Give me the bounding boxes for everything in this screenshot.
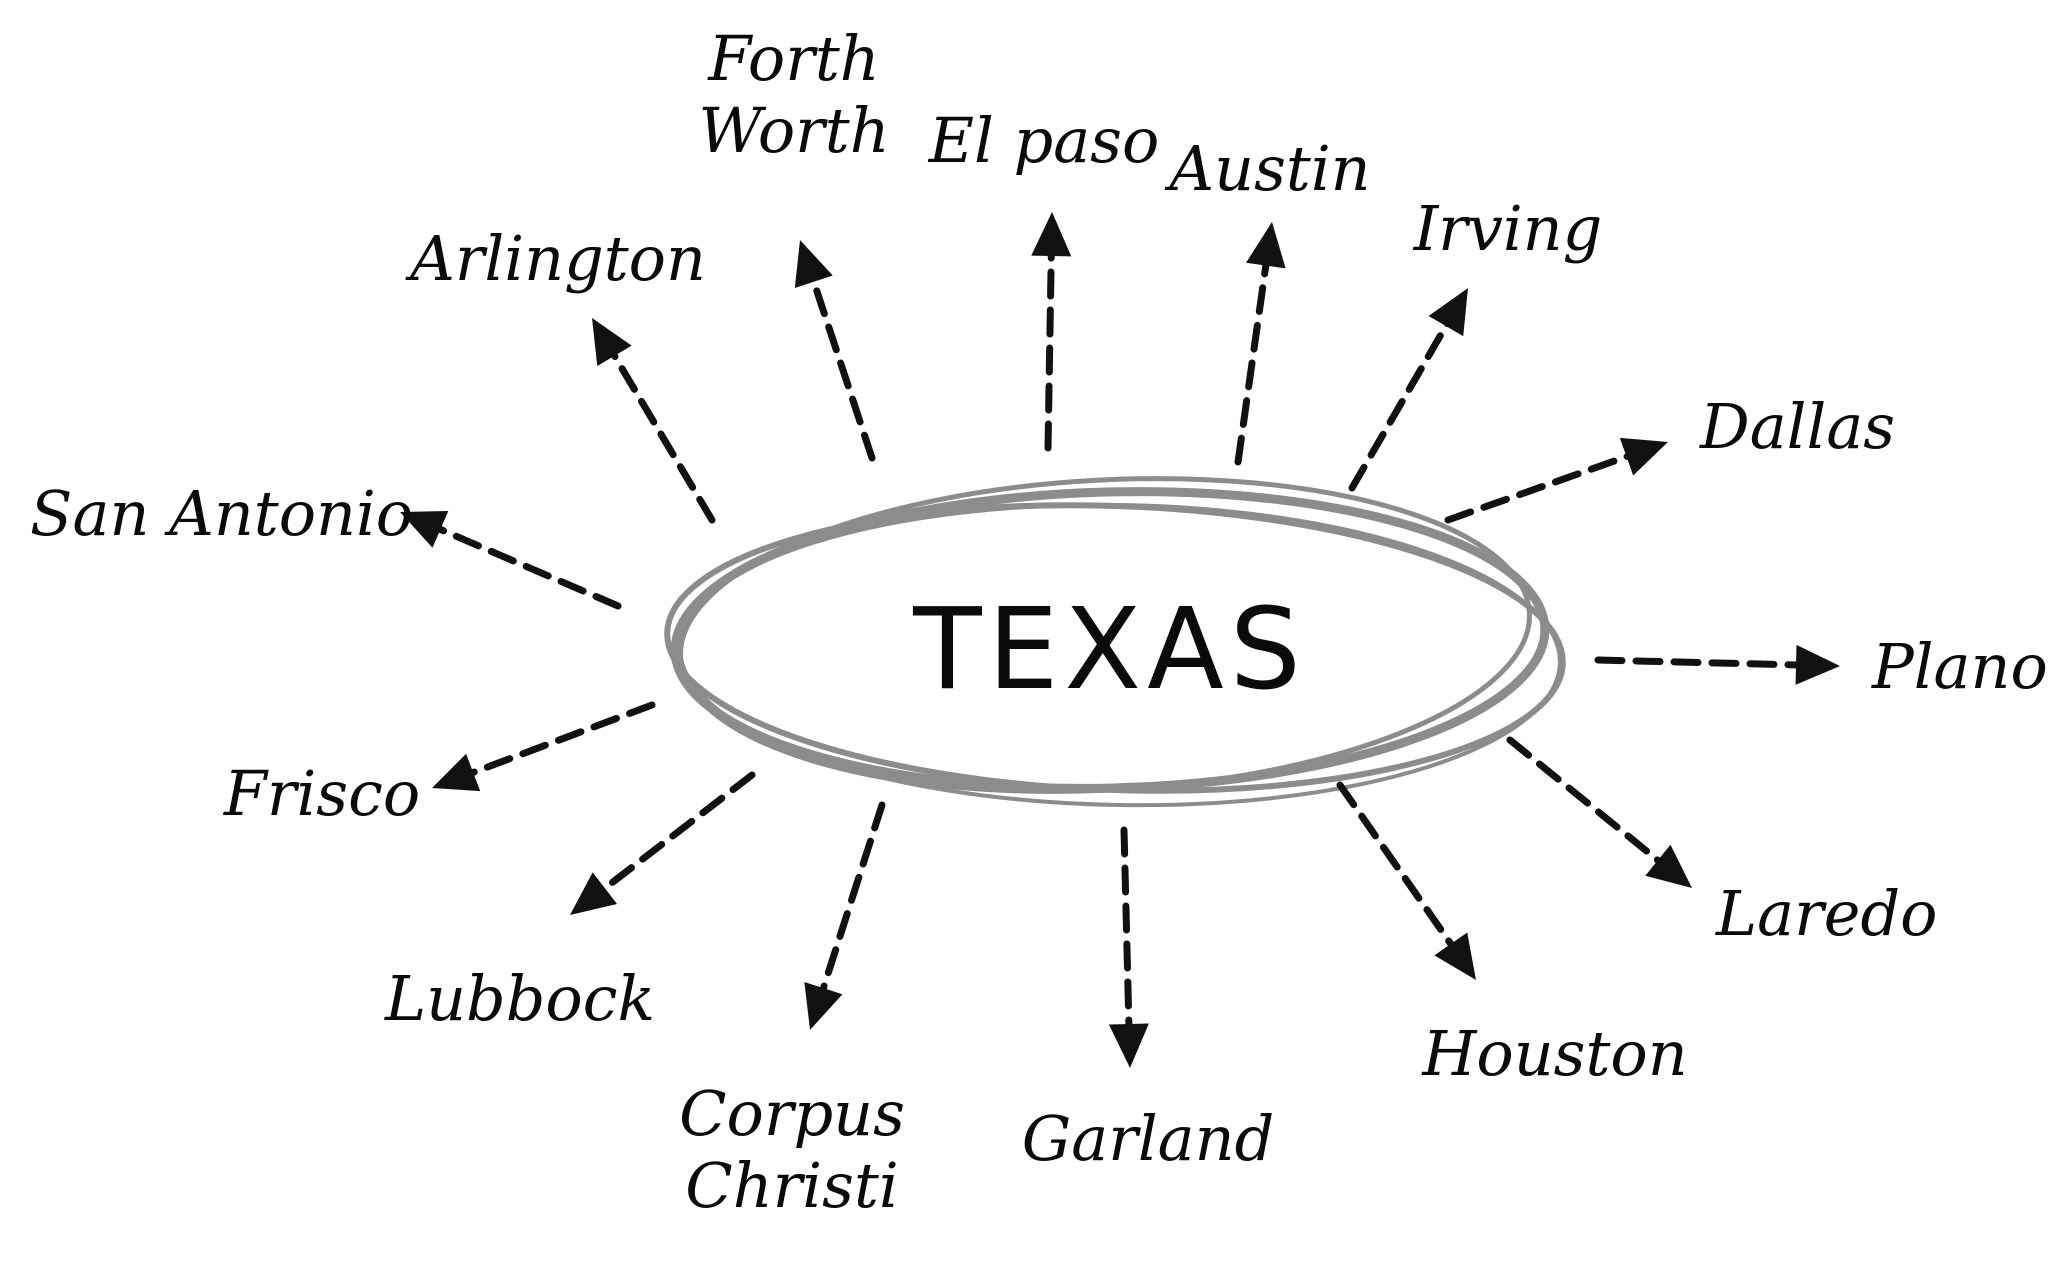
city-label-line: Corpus [679,1077,905,1150]
arrow-line-san-antonio [433,524,622,610]
arrow-head-arlington [592,318,632,367]
city-label-line: Christi [685,1149,898,1222]
city-label-line: Irving [1413,192,1603,265]
city-label-frisco: Frisco [223,757,420,830]
arrow-line-garland [1120,826,1133,1032]
arrow-head-el-paso [1031,212,1072,257]
city-label-line: Lubbock [384,962,655,1035]
arrow-head-dallas [1619,437,1668,476]
city-label-line: Garland [1022,1102,1275,1175]
arrow-head-houston [1434,932,1476,980]
arrow-head-plano [1795,644,1840,685]
city-label-austin: Austin [1164,132,1370,205]
arrow-line-dallas [1444,451,1634,524]
city-label-line: Arlington [405,222,706,295]
city-label-line: Houston [1421,1017,1687,1090]
arrows-group [400,212,1840,1068]
arrow-line-austin [1234,258,1270,466]
center-title: TEXAS [912,585,1307,715]
arrow-line-corpus-christi [818,801,886,996]
city-label-houston: Houston [1421,1017,1687,1090]
arrow-head-forth-worth [794,240,833,289]
city-label-el-paso: El paso [928,104,1160,177]
arrow-line-frisco [465,701,656,778]
city-label-plano: Plano [1871,630,2048,703]
arrow-line-el-paso [1044,248,1055,452]
city-label-line: Laredo [1715,877,1937,950]
city-label-laredo: Laredo [1715,877,1937,950]
arrow-line-laredo [1506,736,1665,867]
city-label-san-antonio: San Antonio [30,477,413,550]
arrow-head-frisco [432,753,481,792]
city-label-line: Austin [1164,132,1370,205]
city-label-dallas: Dallas [1699,390,1895,463]
arrow-head-garland [1108,1023,1149,1068]
city-label-lubbock: Lubbock [384,962,655,1035]
arrow-head-lubbock [570,872,618,915]
center-ring [664,476,1566,808]
city-label-line: Dallas [1699,390,1895,463]
city-label-line: Plano [1871,630,2048,703]
city-label-line: El paso [928,104,1160,177]
arrow-line-forth-worth [809,274,876,462]
arrow-head-irving [1428,288,1468,337]
arrow-head-laredo [1645,844,1692,888]
arrow-head-san-antonio [400,511,449,548]
city-label-arlington: Arlington [405,222,706,295]
arrow-line-plano [1594,656,1804,669]
city-label-irving: Irving [1413,192,1603,265]
arrow-head-austin [1246,222,1286,269]
arrow-line-houston [1336,781,1457,951]
arrow-line-lubbock [598,771,756,895]
arrow-line-arlington [608,348,716,524]
arrow-head-corpus-christi [804,981,843,1030]
city-label-line: Forth [707,22,879,95]
city-label-line: San Antonio [30,477,413,550]
city-label-garland: Garland [1022,1102,1275,1175]
arrow-line-irving [1348,319,1452,492]
city-label-line: Worth [698,94,889,167]
city-label-line: Frisco [223,757,420,830]
